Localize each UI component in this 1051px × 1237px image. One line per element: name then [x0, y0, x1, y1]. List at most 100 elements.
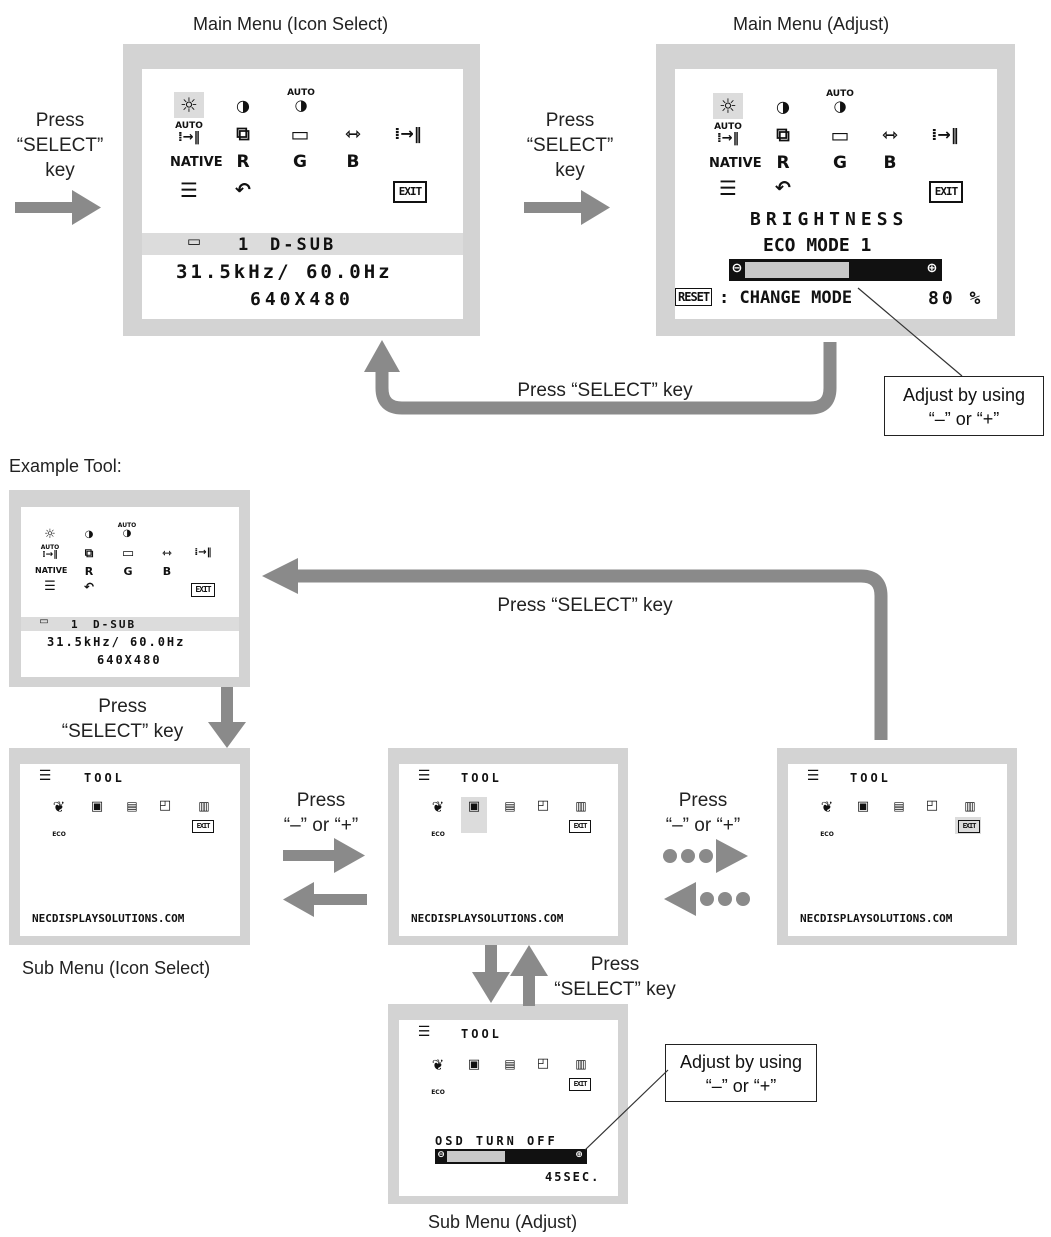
brightness-icon: ☼: [44, 527, 56, 542]
tool-title: TOOL: [84, 771, 125, 785]
press-select-label-3: Press “SELECT” key: [40, 694, 205, 744]
auto-contrast-icon: AUTO◑: [117, 522, 137, 539]
hot-key-icon: ▤: [126, 799, 138, 813]
minus-icon: ⊖: [437, 1150, 445, 1160]
arrow-down-center: [472, 945, 510, 1003]
icon-highlight: [461, 797, 487, 833]
exit-icon: EXIT: [393, 181, 427, 203]
arrow-left-minus-plus: [283, 882, 367, 917]
exit-highlight: [955, 817, 981, 834]
input-number: 1: [238, 235, 249, 255]
auto-label: AUTO: [117, 522, 137, 529]
contrast-icon: ◑: [84, 529, 94, 540]
vga-connector-icon: ▭: [186, 232, 202, 250]
press-minus-plus-label-1: Press “–” or “+”: [266, 788, 376, 838]
auto-label: AUTO: [826, 89, 854, 99]
exit-icon: EXIT: [958, 820, 980, 833]
sub-menu-adjust-monitor: ☰ TOOL ❦ ECO ▣ ▤ ◰ ▥ EXIT OSD TURN OFF ⊖…: [388, 1004, 628, 1204]
change-mode-text: : CHANGE MODE: [719, 288, 853, 308]
press-text: Press: [678, 790, 728, 811]
arrow-loop-back: [375, 342, 837, 415]
green-label: G: [123, 565, 133, 578]
brightness-icon: ☼: [719, 94, 737, 118]
auto-label: AUTO: [287, 88, 315, 98]
tool-icon: ☰: [417, 1024, 431, 1040]
press-text: Press: [590, 954, 640, 975]
callout-line-2: “–” or “+”: [705, 1076, 777, 1096]
caption-main-adjust: Main Menu (Adjust): [733, 14, 890, 34]
ddc-ci-icon: ▥: [964, 799, 976, 813]
brightness-highlight: [713, 93, 743, 119]
auto-contrast-icon: AUTO◑: [826, 89, 854, 115]
ddc-ci-icon: ▥: [575, 1057, 587, 1071]
frequency-text: 31.5kHz/ 60.0Hz: [176, 261, 393, 283]
plus-icon: ⊕: [926, 261, 938, 276]
tool-icon: ☰: [180, 178, 198, 202]
press-text: Press: [98, 696, 147, 717]
main-menu-icon-select-monitor: ☼ ◑ AUTO◑ AUTO⁞→‖ ⧉ ▭ ⇿ ⁞→‖ NATIVE R G B…: [123, 44, 480, 336]
eco-icon: ❦: [431, 798, 445, 816]
up-down-icon: ▭: [121, 546, 135, 561]
input-number: 1: [71, 618, 78, 631]
brightness-icon: ☼: [180, 93, 198, 117]
vga-connector-icon: ▭: [39, 616, 49, 627]
tool-icon: ☰: [44, 579, 56, 594]
press-text: Press: [545, 110, 595, 131]
tool-icon: ☰: [38, 768, 52, 784]
sub-menu-center-monitor: ☰ TOOL ❦ ECO ▣ ▤ ◰ ▥ EXIT NECDISPLAYSOLU…: [388, 748, 628, 945]
tool-title: TOOL: [461, 771, 502, 785]
eco-mode-text: ECO MODE 1: [763, 235, 872, 256]
eco-label: ECO: [431, 831, 445, 838]
caption-main-icon-select: Main Menu (Icon Select): [193, 14, 389, 34]
osd-screen: ☼ ◑ AUTO◑ AUTO⁞→‖ ⧉ ▭ ⇿ ⁞→‖ NATIVE R G B…: [142, 69, 463, 319]
arrow-right-1: [15, 190, 101, 225]
tool-title: TOOL: [850, 771, 891, 785]
sub-menu-icon-select-monitor: ☰ TOOL ❦ ECO ▣ ▤ ◰ ▥ EXIT NECDISPLAYSOLU…: [9, 748, 250, 945]
auto-label: AUTO: [40, 544, 60, 551]
select-key-text: “SELECT” key: [61, 721, 184, 742]
ddc-ci-icon: ▥: [198, 799, 210, 813]
press-select-label-1: Press “SELECT” key: [5, 108, 115, 183]
osd-screen: ☰ TOOL ❦ ECO ▣ ▤ ◰ ▥ EXIT NECDISPLAYSOLU…: [788, 764, 1007, 936]
resolution-text: 640X480: [250, 289, 354, 310]
select-key-text: “SELECT”: [526, 135, 614, 156]
minus-plus-text: “–” or “+”: [283, 815, 359, 836]
press-select-label-2: Press “SELECT” key: [515, 108, 625, 183]
callout-line-2: “–” or “+”: [928, 409, 1000, 429]
key-text: key: [555, 160, 585, 181]
input-bar: [21, 617, 239, 631]
press-select-back-label: Press “SELECT” key: [517, 380, 693, 401]
press-minus-plus-label-2: Press “–” or “+”: [648, 788, 758, 838]
eco-icon: ❦: [52, 798, 66, 816]
eco-icon: ❦: [431, 1056, 445, 1074]
hot-key-icon: ▤: [504, 799, 516, 813]
select-key-text: “SELECT” key: [554, 979, 676, 1000]
caption-example-tool: Example Tool:: [9, 456, 122, 476]
fine-icon: ⁞→‖: [931, 125, 959, 144]
green-label: G: [833, 153, 847, 173]
monitor-info-icon: ▣: [90, 799, 104, 814]
tool-icon: ☰: [417, 768, 431, 784]
reset-icon: RESET: [675, 288, 713, 306]
blue-label: B: [883, 153, 897, 173]
red-label: R: [84, 565, 94, 578]
red-label: R: [776, 153, 790, 173]
native-label: NATIVE: [709, 156, 762, 171]
arrow-left-dotted: [664, 882, 750, 916]
blue-label: B: [346, 152, 360, 172]
left-right-icon: ⧉: [236, 123, 250, 145]
osd-turn-off-slider[interactable]: ⊖ ⊕: [435, 1149, 587, 1164]
auto-contrast-icon: AUTO◑: [287, 88, 315, 114]
brightness-slider[interactable]: ⊖ ⊕: [729, 259, 942, 281]
input-name: D-SUB: [93, 618, 137, 631]
eco-label: ECO: [431, 1089, 445, 1096]
tool-title: TOOL: [461, 1027, 502, 1041]
hot-key-icon: ▤: [893, 799, 905, 813]
monitor-info-icon: ▣: [856, 799, 870, 814]
osd-position-icon: ◰: [536, 798, 550, 813]
monitor-info-icon: ▣: [467, 1057, 481, 1072]
input-name: D-SUB: [270, 235, 337, 255]
tool-icon: ☰: [806, 768, 820, 784]
up-down-icon: ▭: [290, 122, 310, 146]
website-text: NECDISPLAYSOLUTIONS.COM: [800, 912, 953, 925]
